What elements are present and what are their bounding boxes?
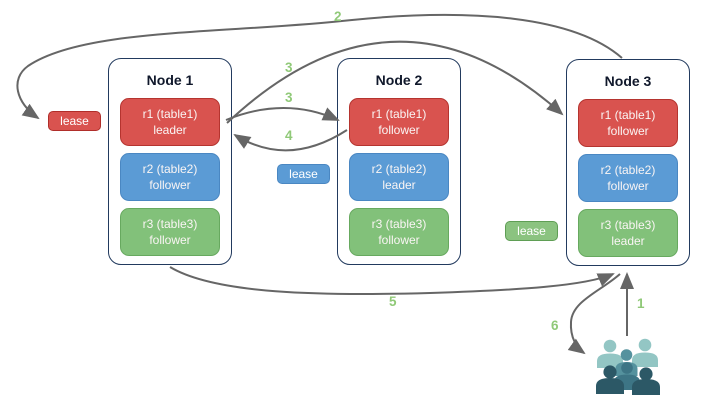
replica-role: follower — [607, 124, 649, 138]
users-icon — [596, 338, 660, 395]
replica-r2-node2: r2 (table2) leader — [349, 153, 449, 201]
step-label-5: 5 — [389, 294, 397, 309]
replica-name: r2 (table2) — [142, 161, 198, 176]
replica-role: leader — [153, 123, 187, 137]
replica-name: r1 (table1) — [142, 106, 198, 121]
step-label-2: 2 — [334, 9, 342, 24]
replica-role: leader — [382, 178, 416, 192]
users-front-row — [596, 365, 660, 395]
replica-r1-node3: r1 (table1) follower — [578, 99, 678, 147]
node-box-2: Node 2 r1 (table1) follower r2 (table2) … — [337, 58, 461, 265]
node-title: Node 1 — [146, 72, 194, 88]
step-label-1: 1 — [637, 296, 645, 311]
replica-role: follower — [378, 233, 420, 247]
step-label-3a: 3 — [285, 60, 293, 75]
replica-name: r2 (table2) — [600, 162, 656, 177]
replica-r1-node1: r1 (table1) leader — [120, 98, 220, 146]
replica-name: r1 (table1) — [600, 107, 656, 122]
replica-role: follower — [149, 233, 191, 247]
arrow-step-5 — [169, 266, 615, 296]
step-label-4: 4 — [285, 128, 293, 143]
replica-r3-node2: r3 (table3) follower — [349, 208, 449, 256]
replica-name: r3 (table3) — [600, 217, 656, 232]
arrow-step-3-to-node2 — [225, 107, 340, 121]
replica-r3-node1: r3 (table3) follower — [120, 208, 220, 256]
replica-role: follower — [607, 179, 649, 193]
lease-badge-green: lease — [505, 221, 558, 241]
replica-name: r2 (table2) — [371, 161, 427, 176]
replica-name: r3 (table3) — [142, 216, 198, 231]
replica-r1-node2: r1 (table1) follower — [349, 98, 449, 146]
replica-r2-node1: r2 (table2) follower — [120, 153, 220, 201]
node-box-1: Node 1 r1 (table1) leader r2 (table2) fo… — [108, 58, 232, 265]
replica-r3-node3: r3 (table3) leader — [578, 209, 678, 257]
replica-role: follower — [378, 123, 420, 137]
lease-badge-red: lease — [48, 111, 101, 131]
step-label-3b: 3 — [285, 90, 293, 105]
step-label-6: 6 — [551, 318, 559, 333]
replica-role: follower — [149, 178, 191, 192]
replica-name: r3 (table3) — [371, 216, 427, 231]
replica-name: r1 (table1) — [371, 106, 427, 121]
node-title: Node 3 — [604, 73, 652, 89]
node-title: Node 2 — [375, 72, 423, 88]
lease-badge-blue: lease — [277, 164, 330, 184]
node-box-3: Node 3 r1 (table1) follower r2 (table2) … — [566, 59, 690, 266]
replica-r2-node3: r2 (table2) follower — [578, 154, 678, 202]
replica-role: leader — [611, 234, 645, 248]
